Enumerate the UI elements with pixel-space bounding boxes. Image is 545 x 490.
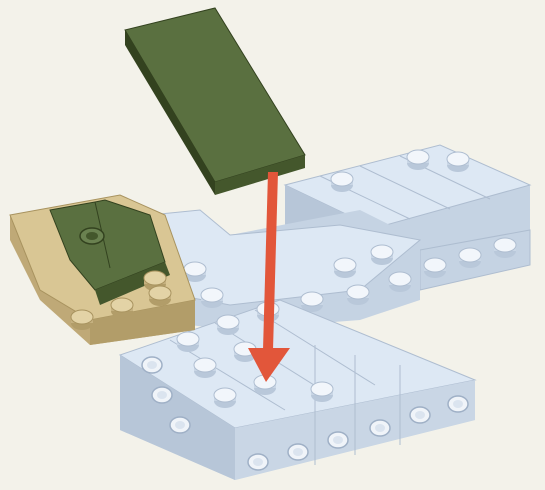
stud (334, 258, 356, 278)
stud (494, 238, 516, 258)
stud (301, 292, 323, 312)
stud (331, 172, 353, 192)
side-stud (152, 387, 172, 403)
stud (217, 315, 239, 335)
stud (447, 152, 469, 172)
stud (424, 258, 446, 278)
stud (214, 388, 236, 408)
stud (194, 358, 216, 378)
stud (459, 248, 481, 268)
stud (407, 150, 429, 170)
stud (389, 272, 411, 292)
stud (347, 285, 369, 305)
stud (311, 382, 333, 402)
side-stud (370, 420, 390, 436)
side-stud (248, 454, 268, 470)
side-stud (328, 432, 348, 448)
side-stud (170, 417, 190, 433)
side-stud (142, 357, 162, 373)
dark-green-tile-2x6 (125, 8, 305, 195)
stud (371, 245, 393, 265)
stud (177, 332, 199, 352)
stud (201, 288, 223, 308)
tan-stud (71, 310, 93, 330)
side-stud (448, 396, 468, 412)
tan-stud (111, 298, 133, 318)
tan-stud (149, 286, 171, 306)
side-stud (288, 444, 308, 460)
side-stud (410, 407, 430, 423)
